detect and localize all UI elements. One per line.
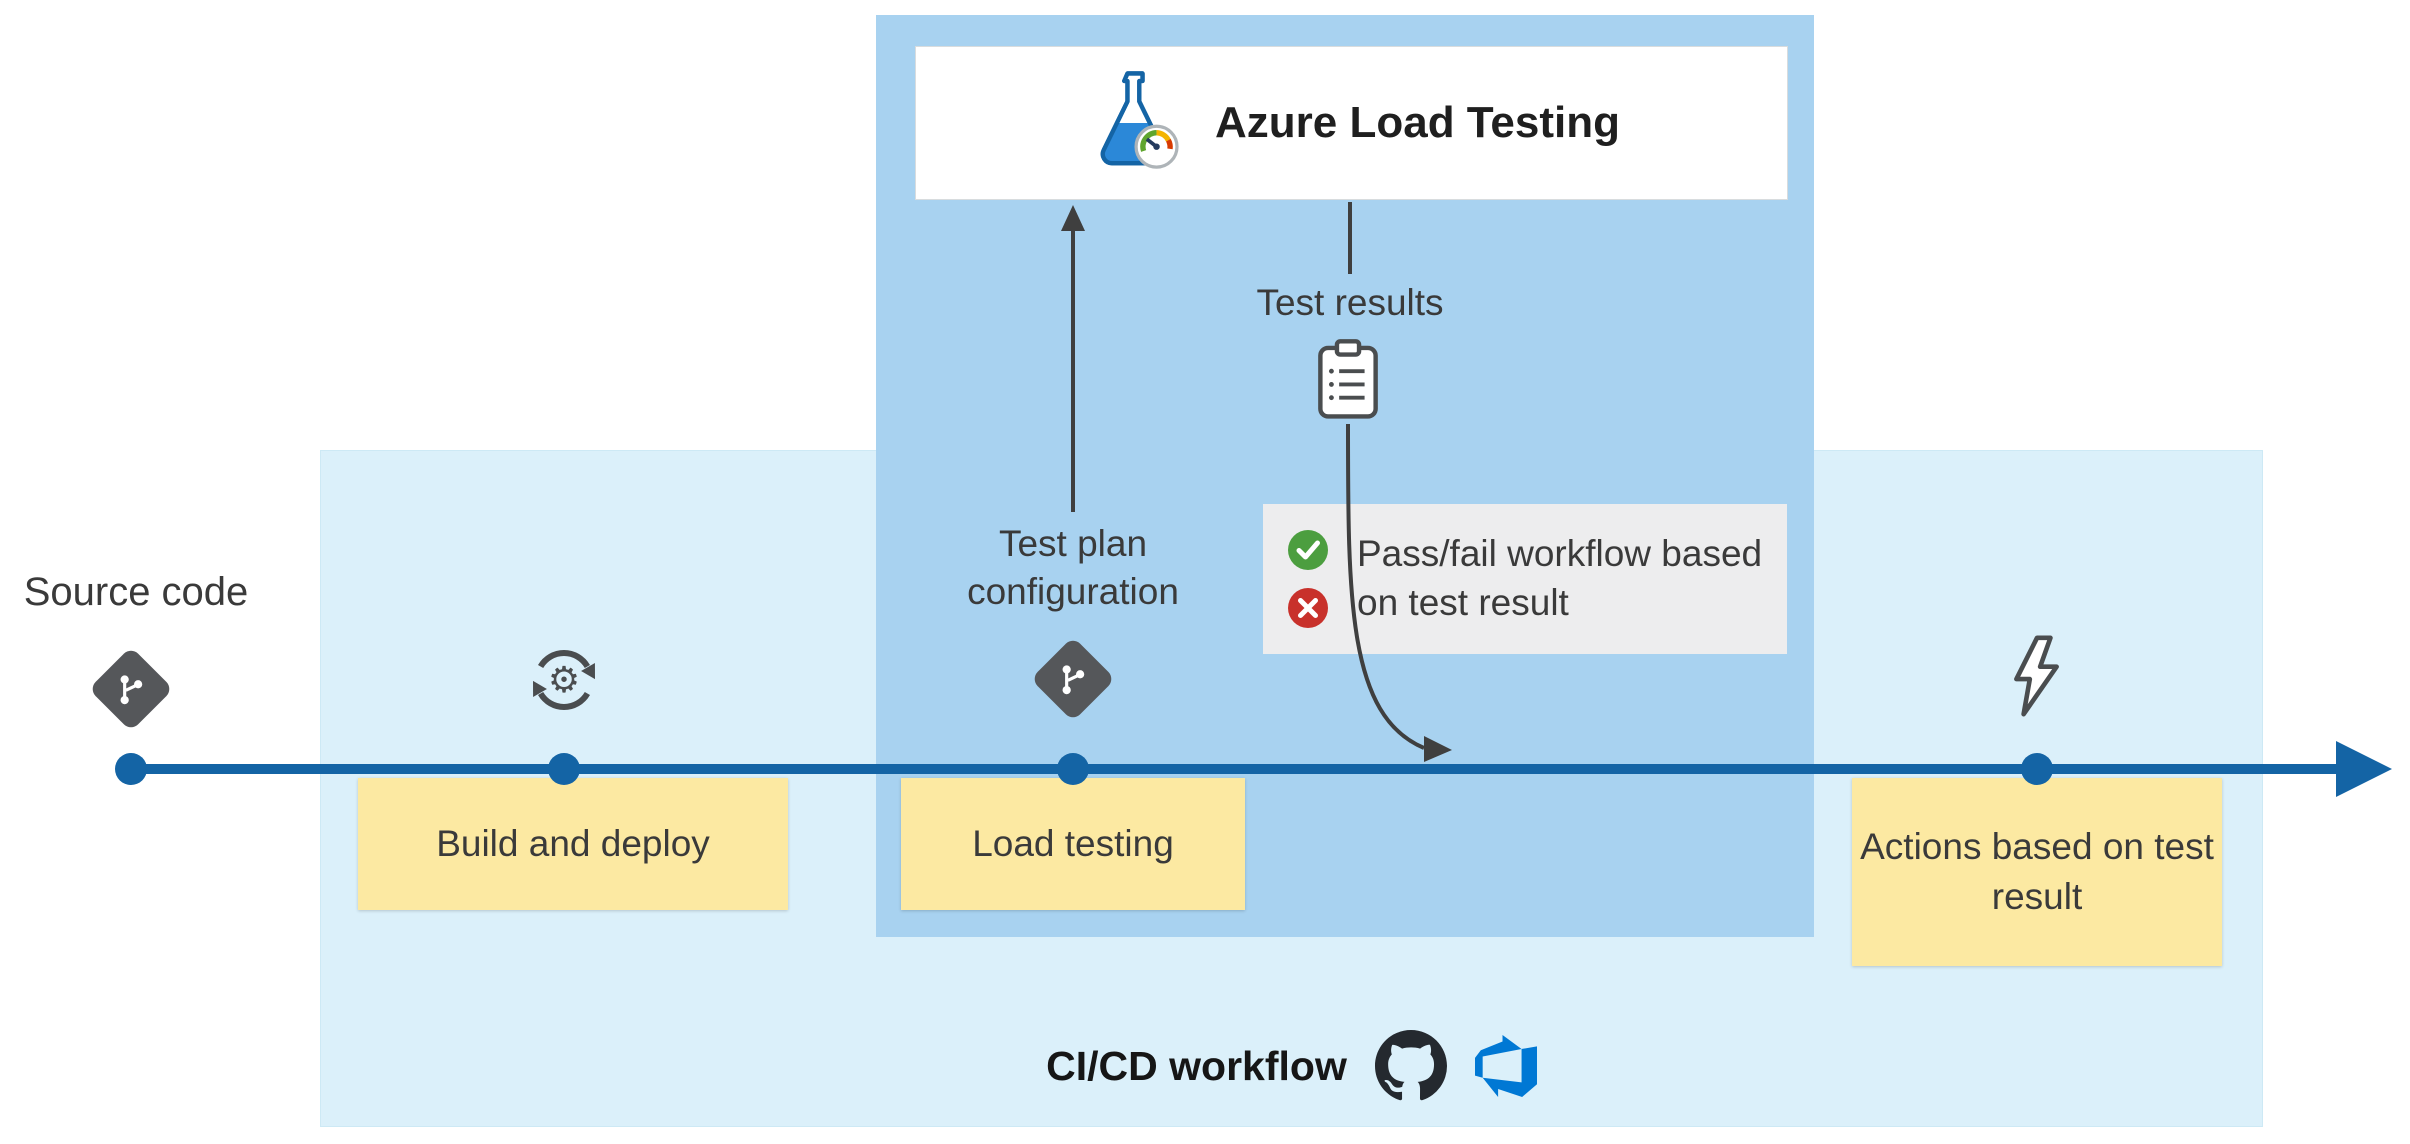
test-results-clipboard-icon <box>1318 339 1378 419</box>
azure-load-testing-flask-icon <box>1100 71 1179 169</box>
build-deploy-note: Build and deploy <box>358 778 788 910</box>
timeline-node-source <box>115 753 147 785</box>
svg-text:⚙: ⚙ <box>548 659 580 700</box>
github-icon <box>1374 1030 1447 1101</box>
source-code-git-icon <box>86 644 176 734</box>
azure-load-testing-title: Azure Load Testing <box>1215 98 1620 147</box>
cicd-workflow-label: CI/CD workflow <box>1046 1042 1347 1089</box>
build-deploy-label: Build and deploy <box>436 823 710 864</box>
actions-label: Actions based on test result <box>1860 826 2214 917</box>
load-testing-label: Load testing <box>972 823 1174 864</box>
git-branch-icon <box>1062 665 1085 695</box>
test-plan-git-icon <box>1028 634 1118 724</box>
cicd-footer: CI/CD workflow <box>320 1030 2263 1102</box>
source-code-label: Source code <box>23 570 249 614</box>
load-testing-note: Load testing <box>901 778 1245 910</box>
git-diamond-icon <box>88 646 174 732</box>
test-plan-configuration-label: Test plan configuration <box>967 523 1179 613</box>
pass-fail-box: Pass/fail workflow based on test result <box>1263 504 1787 654</box>
azure-devops-icon <box>1474 1035 1537 1097</box>
pass-check-icon <box>1288 530 1328 570</box>
azure-load-testing-header: Azure Load Testing <box>915 46 1788 200</box>
build-deploy-sync-icon: ⚙ <box>533 649 595 711</box>
timeline-arrowhead <box>2336 741 2392 797</box>
git-branch-icon <box>120 675 143 705</box>
git-diamond-icon <box>1030 636 1116 722</box>
pass-fail-text: Pass/fail workflow based on test result <box>1357 533 1763 623</box>
actions-lightning-icon <box>2014 635 2059 717</box>
test-results-label: Test results <box>1256 282 1444 323</box>
fail-cross-icon <box>1288 588 1328 628</box>
actions-note: Actions based on test result <box>1852 778 2222 966</box>
